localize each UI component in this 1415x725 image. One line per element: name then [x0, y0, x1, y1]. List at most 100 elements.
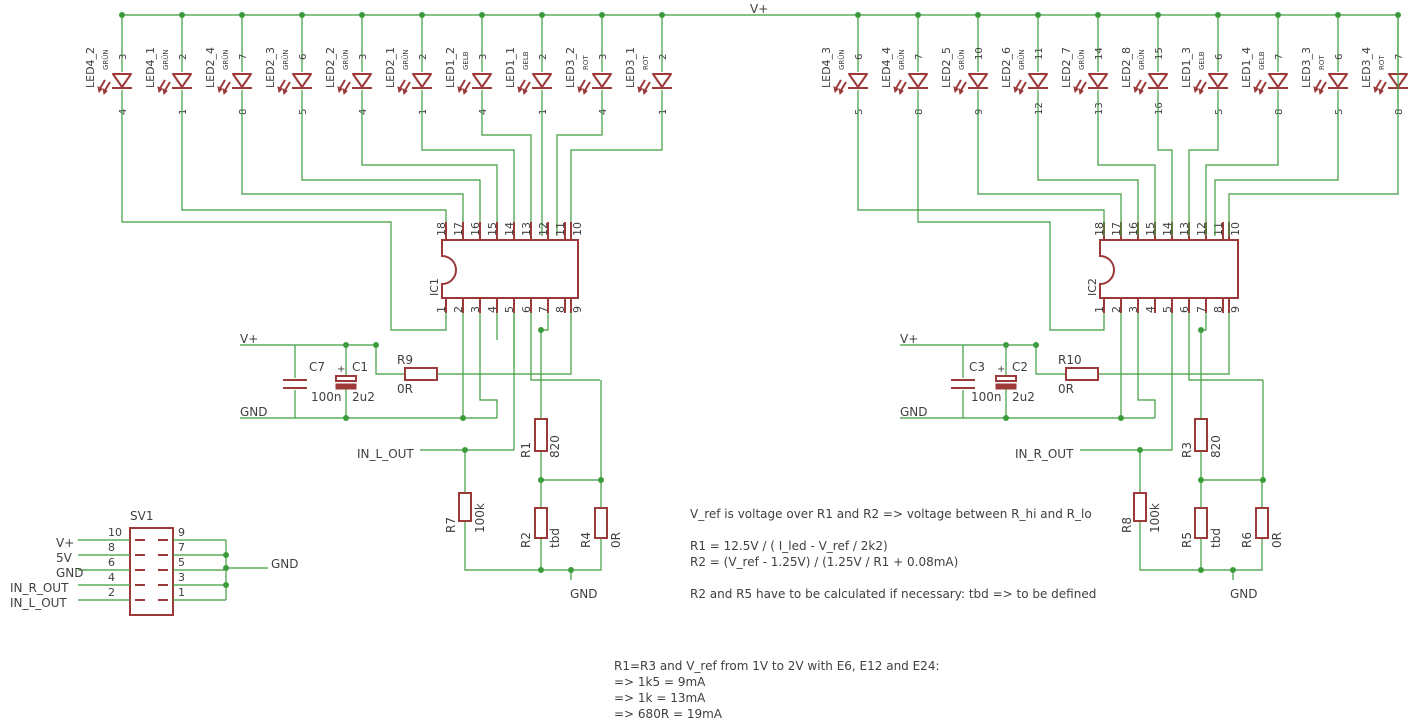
c7-name: C7 [309, 360, 325, 374]
right-led-to-ic-wiring [857, 15, 1399, 331]
ic-bottom-pin-number: 7 [537, 306, 550, 313]
led-pin-top: 3 [598, 54, 609, 60]
note-line-6: => 1k5 = 9mA [614, 675, 706, 689]
led-pin-bottom: 1 [178, 109, 189, 115]
note-line-1: V_ref is voltage over R1 and R2 => volta… [690, 507, 1092, 521]
ic-top-pin-number: 12 [537, 222, 550, 236]
r4-value: 0R [609, 532, 623, 548]
r2-name: R2 [519, 532, 533, 548]
sv1-pin-right: 7 [178, 541, 185, 554]
c2-plus: + [997, 364, 1005, 375]
led-pin-top: 7 [238, 54, 249, 60]
ic1-label: IC1 [428, 278, 441, 296]
led-name: LED3_1 [624, 47, 637, 88]
sv1-connector [78, 527, 268, 616]
r5-resistor [1194, 507, 1208, 539]
design-notes: V_ref is voltage over R1 and R2 => volta… [614, 507, 1096, 721]
led-color: GRÜN [1017, 49, 1026, 70]
ic-bottom-pin-number: 6 [520, 306, 533, 313]
led-name: LED3_4 [1360, 47, 1373, 88]
led-name: LED2_3 [264, 47, 277, 88]
ic-bottom-pin-number: 8 [1212, 306, 1225, 313]
led-color: GRÜN [837, 49, 846, 70]
r7-value: 100k [473, 503, 487, 533]
r7-resistor [458, 492, 472, 522]
led-pin-top: 7 [1394, 54, 1405, 60]
led-name: LED2_6 [1000, 47, 1013, 88]
sv1-gnd-label: GND [271, 557, 299, 571]
led-pin-bottom: 1 [538, 109, 549, 115]
led-color: GRÜN [401, 49, 410, 70]
note-line-4: R2 and R5 have to be calculated if neces… [690, 587, 1096, 601]
sv1-pin-right: 3 [178, 571, 185, 584]
led-name: LED4_2 [84, 47, 97, 88]
ic2-label: IC2 [1086, 278, 1099, 296]
ic-top-pin-number: 13 [1178, 222, 1191, 236]
gnd-bottom-left-label: GND [570, 587, 598, 601]
led-color: GRÜN [221, 49, 230, 70]
led-name: LED3_3 [1300, 47, 1313, 88]
right-lower-dots [1003, 327, 1266, 573]
ic-top-pin-number: 10 [571, 222, 584, 236]
led-pin-bottom: 5 [854, 109, 865, 115]
ic-bottom-pin-number: 6 [1178, 306, 1191, 313]
led-pin-bottom: 1 [418, 109, 429, 115]
r6-resistor [1255, 507, 1269, 539]
ic-top-pin-number: 11 [554, 222, 567, 236]
led-color: GRÜN [1077, 49, 1086, 70]
led-color: GELB [522, 51, 530, 70]
led-pin-top: 11 [1034, 47, 1045, 60]
led-name: LED1_1 [504, 47, 517, 88]
r2-resistor [534, 507, 548, 539]
r9-name: R9 [397, 353, 413, 367]
ic-top-pin-number: 12 [1195, 222, 1208, 236]
ic-bottom-pin-number: 2 [1110, 306, 1123, 313]
r6-value: 0R [1270, 532, 1284, 548]
sv1-signal: IN_L_OUT [10, 596, 67, 610]
led-pin-bottom: 8 [1394, 109, 1405, 115]
c2-name: C2 [1012, 360, 1028, 374]
r5-name: R5 [1180, 532, 1194, 548]
led-pin-top: 6 [854, 54, 865, 60]
led-pin-bottom: 5 [298, 109, 309, 115]
c1-electrolytic-capacitor [335, 375, 357, 390]
led-color: ROT [642, 55, 650, 70]
r3-resistor [1194, 418, 1208, 452]
led-color: GRÜN [897, 49, 906, 70]
led-pin-top: 2 [178, 54, 189, 60]
ic-top-pin-number: 15 [486, 222, 499, 236]
ic-bottom-pin-number: 1 [1093, 306, 1106, 313]
led-pin-top: 7 [914, 54, 925, 60]
sv1-signal: IN_R_OUT [10, 581, 69, 595]
in-r-out-label: IN_R_OUT [1015, 447, 1074, 461]
sv1-pin-left: 10 [108, 526, 122, 539]
vplus-right-label: V+ [900, 332, 918, 346]
led-color: GELB [462, 51, 470, 70]
r10-name: R10 [1058, 353, 1082, 367]
ic1 [441, 222, 579, 313]
ic-bottom-pin-number: 1 [435, 306, 448, 313]
note-line-8: => 680R = 19mA [614, 707, 723, 721]
led-color: GRÜN [341, 49, 350, 70]
sv1-pin-left: 4 [108, 571, 115, 584]
in-l-out-label: IN_L_OUT [357, 447, 414, 461]
led-color: GELB [1258, 51, 1266, 70]
led-color: GRÜN [1137, 49, 1146, 70]
led-pin-top: 6 [298, 54, 309, 60]
led-pin-bottom: 4 [358, 109, 369, 115]
led-color: GRÜN [101, 49, 110, 70]
ic-bottom-pin-number: 8 [554, 306, 567, 313]
note-line-3: R2 = (V_ref - 1.25V) / (1.25V / R1 + 0.0… [690, 555, 958, 569]
ic-top-pin-number: 14 [503, 222, 516, 236]
